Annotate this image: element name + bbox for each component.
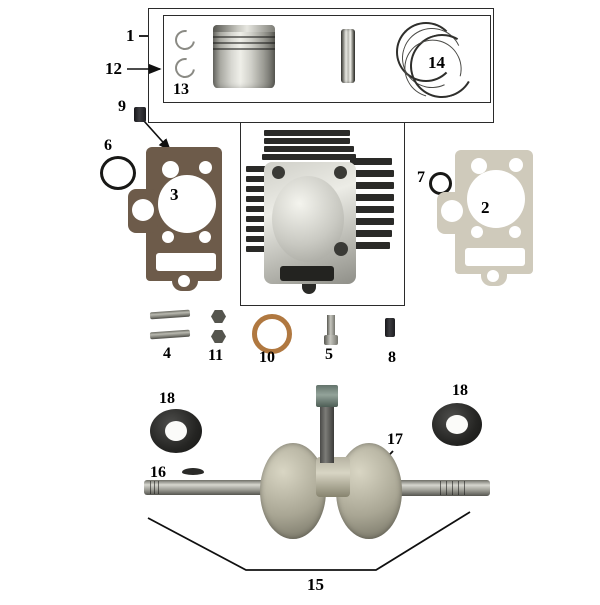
o-ring-large [100, 156, 136, 190]
cylinder-bore [272, 176, 344, 262]
callout-15: 15 [307, 575, 324, 594]
callout-9: 9 [118, 98, 126, 115]
crank-web-left [260, 443, 326, 539]
piston [213, 25, 275, 88]
cylinder-base-gasket [437, 150, 547, 286]
callout-3: 3 [170, 185, 179, 204]
crankshaft-oil-seal-right [432, 403, 482, 446]
callout-7: 7 [417, 169, 425, 186]
callout-17: 17 [387, 431, 403, 448]
dowel-pin [134, 107, 146, 122]
cylinder-block [246, 128, 398, 298]
callout-18-right: 18 [452, 382, 468, 399]
bracket-15 [147, 511, 471, 571]
connecting-rod-small-end [316, 385, 338, 407]
callout-11: 11 [208, 347, 224, 364]
cam-chain-tensioner-bolt [323, 315, 339, 347]
callout-10: 10 [259, 349, 275, 366]
callout-4: 4 [163, 345, 171, 362]
callout-16: 16 [150, 464, 166, 481]
woodruff-key [182, 468, 204, 475]
cylinder-head-gasket [128, 147, 238, 292]
callout-6: 6 [104, 137, 112, 154]
piston-circlip-lower [171, 54, 199, 82]
crankshaft-assembly [140, 385, 490, 539]
leader-9-arrow [143, 120, 172, 152]
callout-5: 5 [325, 346, 333, 363]
callout-1: 1 [126, 26, 135, 45]
piston-ring-set [393, 19, 482, 108]
callout-18-left: 18 [159, 390, 175, 407]
piston-circlip-upper [171, 26, 199, 54]
crankshaft-left-shaft [144, 480, 269, 495]
piston-kit-box [163, 15, 491, 103]
callout-14: 14 [428, 53, 445, 72]
crankshaft-oil-seal-left [150, 409, 202, 453]
exhaust-gasket-copper [252, 314, 292, 354]
callout-12: 12 [105, 59, 122, 78]
cylinder-block-box [240, 122, 405, 306]
callout-2: 2 [481, 198, 490, 217]
callout-8: 8 [388, 349, 396, 366]
dowel-pin-small [385, 318, 395, 337]
callout-13: 13 [173, 81, 189, 98]
crank-pin [316, 457, 350, 497]
cylinder-stud-bolt-group [149, 309, 194, 343]
crankshaft-right-shaft [380, 480, 490, 496]
connecting-rod [320, 401, 334, 463]
cylinder-head-nut-group [211, 310, 229, 346]
piston-wrist-pin [341, 29, 355, 83]
